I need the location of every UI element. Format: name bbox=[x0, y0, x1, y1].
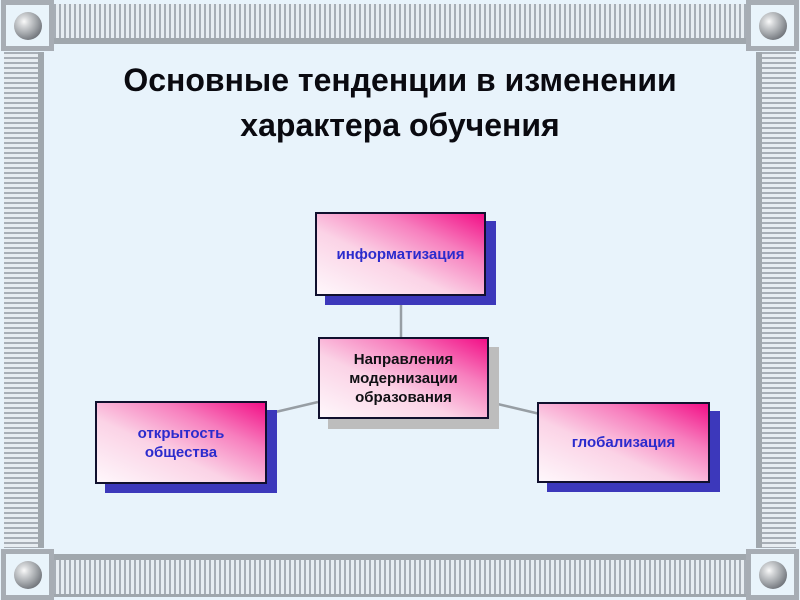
frame-inner-line-bottom bbox=[54, 554, 746, 560]
frame-corner-bottom-left bbox=[1, 549, 54, 600]
frame-inner-line-right bbox=[756, 52, 762, 548]
frame-inner-line-top bbox=[54, 38, 746, 44]
box-openness-of-society-label: открытость общества bbox=[137, 424, 225, 461]
box-informatization: информатизация bbox=[315, 212, 486, 296]
slide-title-line-1: Основные тенденции в изменении bbox=[123, 62, 677, 98]
slide-title-line-2: характера обучения bbox=[240, 107, 560, 143]
frame-corner-top-left bbox=[1, 0, 54, 51]
frame-corner-bottom-right bbox=[746, 549, 799, 600]
frame-band-top bbox=[54, 4, 746, 38]
corner-sphere-icon bbox=[758, 11, 787, 40]
frame-corner-top-right bbox=[746, 0, 799, 51]
box-openness-of-society: открытость общества bbox=[95, 401, 267, 484]
slide-title: Основные тенденции в изменении характера… bbox=[60, 58, 740, 148]
frame-band-right bbox=[762, 52, 796, 548]
connector-line-right bbox=[488, 400, 541, 416]
box-modernization-directions: Направления модернизации образования bbox=[318, 337, 489, 419]
connector-line-left bbox=[266, 400, 319, 416]
corner-sphere-icon bbox=[13, 560, 42, 589]
frame-band-left bbox=[4, 52, 38, 548]
box-globalization-label: глобализация bbox=[571, 434, 676, 451]
box-globalization: глобализация bbox=[537, 402, 710, 483]
box-modernization-directions-label: Направления модернизации образования bbox=[349, 350, 458, 406]
frame-inner-line-left bbox=[38, 52, 44, 548]
corner-sphere-icon bbox=[758, 560, 787, 589]
box-informatization-label: информатизация bbox=[336, 245, 465, 263]
frame-band-bottom bbox=[54, 560, 746, 597]
corner-sphere-icon bbox=[13, 11, 42, 40]
